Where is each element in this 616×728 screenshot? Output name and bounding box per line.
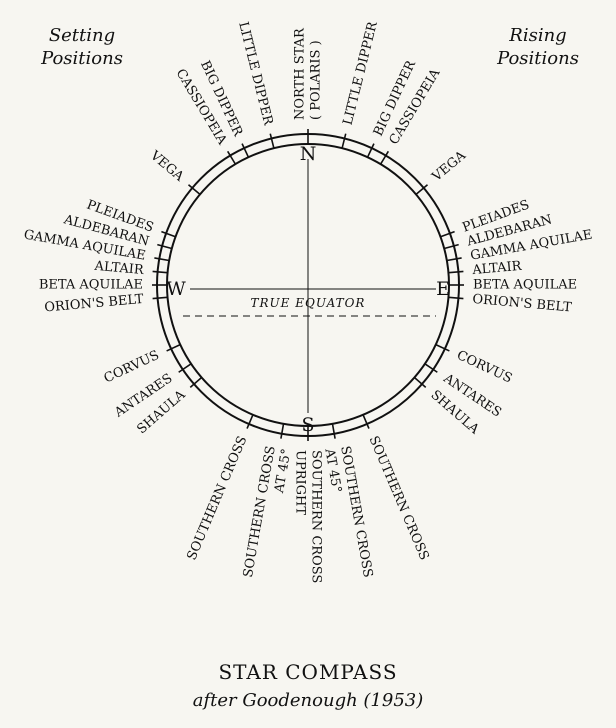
star-label-vega-rising-4: VEGA [429,148,469,185]
tick-shaula-rising-13 [413,376,427,388]
star-name-southern-cross-rising-15: SOUTHERN CROSS [337,445,375,579]
star-label-beta-aquilae-rising-9: BETA AQUILAE [473,278,577,293]
tick-southern-cross-rising-14 [362,414,370,429]
star-name-southern-cross-rising-14: SOUTHERN CROSS [366,434,432,563]
star-name-vega-setting-4: VEGA [146,148,186,185]
compass-ring [152,129,464,441]
star-name-vega-rising-4: VEGA [429,148,469,185]
tick-southern-cross-setting-14 [246,414,254,429]
star-name-southern-cross-setting-14: SOUTHERN CROSS [185,434,251,563]
tick-vega-setting-4 [187,184,201,195]
star-name-southern-cross-center-16: SOUTHERN CROSS [309,450,324,583]
tick-vega-rising-4 [415,184,429,195]
star-note-southern-cross-center-16: UPRIGHT [293,450,308,515]
setting-heading-line1: Setting [48,25,116,46]
tick-aldebaran-setting-6 [157,243,173,250]
star-name-orion-s-belt-rising-10: ORION'S BELT [472,292,573,316]
true-equator-label: TRUE EQUATOR [251,296,366,310]
tick-corvus-setting-11 [166,343,181,352]
star-label-little-dipper-setting-1: LITTLE DIPPER [235,20,275,128]
star-label-southern-cross-rising-14: SOUTHERN CROSS [366,434,432,563]
compass-axes: N S E W TRUE EQUATOR [166,143,450,436]
north-letter: N [300,143,317,165]
rising-heading-line1: Rising [509,25,567,46]
tick-little-dipper-rising-1 [341,133,347,149]
tick-southern-cross-rising-15 [331,423,336,439]
star-name-beta-aquilae-rising-9: BETA AQUILAE [473,278,577,293]
tick-aldebaran-rising-6 [443,243,459,250]
star-label-altair-rising-8: ALTAIR [471,259,524,278]
star-name-little-dipper-setting-1: LITTLE DIPPER [235,20,275,128]
star-label-altair-setting-8: ALTAIR [93,259,146,278]
tick-antares-rising-12 [424,363,438,373]
tick-shaula-setting-13 [189,376,203,388]
rising-heading-line2: Positions [497,48,579,69]
figure-title: STAR COMPASS [218,660,398,684]
tick-big-dipper-rising-2 [366,143,375,158]
star-label-beta-aquilae-setting-9: BETA AQUILAE [39,278,143,293]
star-label-orion-s-belt-setting-10: ORION'S BELT [44,292,145,316]
tick-cassiopeia-setting-3 [226,150,237,165]
tick-pleiades-setting-5 [161,230,176,238]
tick-altair-setting-8 [152,270,168,274]
star-name-little-dipper-rising-1: LITTLE DIPPER [341,19,381,127]
tick-antares-setting-12 [178,363,192,373]
south-letter: S [301,414,314,436]
tick-gamma-aquilae-rising-7 [446,257,462,262]
star-label-vega-setting-4: VEGA [146,148,186,185]
tick-southern-cross-setting-15 [280,423,285,439]
star-label-southern-cross-setting-14: SOUTHERN CROSS [185,434,251,563]
star-name-altair-setting-8: ALTAIR [93,259,146,278]
star-name-beta-aquilae-setting-9: BETA AQUILAE [39,278,143,293]
tick-pleiades-rising-5 [440,230,455,238]
tick-orion-s-belt-setting-10 [152,296,168,300]
star-name-altair-rising-8: ALTAIR [471,259,524,278]
setting-positions-heading: Setting Positions [22,24,142,70]
west-letter: W [166,278,186,300]
star-name-orion-s-belt-setting-10: ORION'S BELT [44,292,145,316]
tick-corvus-rising-11 [435,343,450,352]
setting-heading-line2: Positions [41,48,123,69]
figure-subtitle: after Goodenough (1953) [192,690,424,711]
star-label-north-star-center-0: NORTH STAR( POLARIS ) [293,27,324,120]
east-letter: E [436,278,450,300]
tick-little-dipper-setting-1 [269,133,275,149]
tick-orion-s-belt-rising-10 [448,296,464,300]
tick-cassiopeia-rising-3 [379,150,390,165]
tick-big-dipper-setting-2 [241,143,250,158]
star-label-little-dipper-rising-1: LITTLE DIPPER [341,19,381,127]
star-note-north-star-center-0: ( POLARIS ) [309,40,324,120]
rising-positions-heading: Rising Positions [478,24,598,70]
tick-altair-rising-8 [448,270,464,274]
tick-gamma-aquilae-setting-7 [154,257,170,262]
star-label-orion-s-belt-rising-10: ORION'S BELT [472,292,573,316]
star-name-north-star-center-0: NORTH STAR [293,27,308,120]
star-name-southern-cross-setting-15: SOUTHERN CROSS [241,445,279,579]
